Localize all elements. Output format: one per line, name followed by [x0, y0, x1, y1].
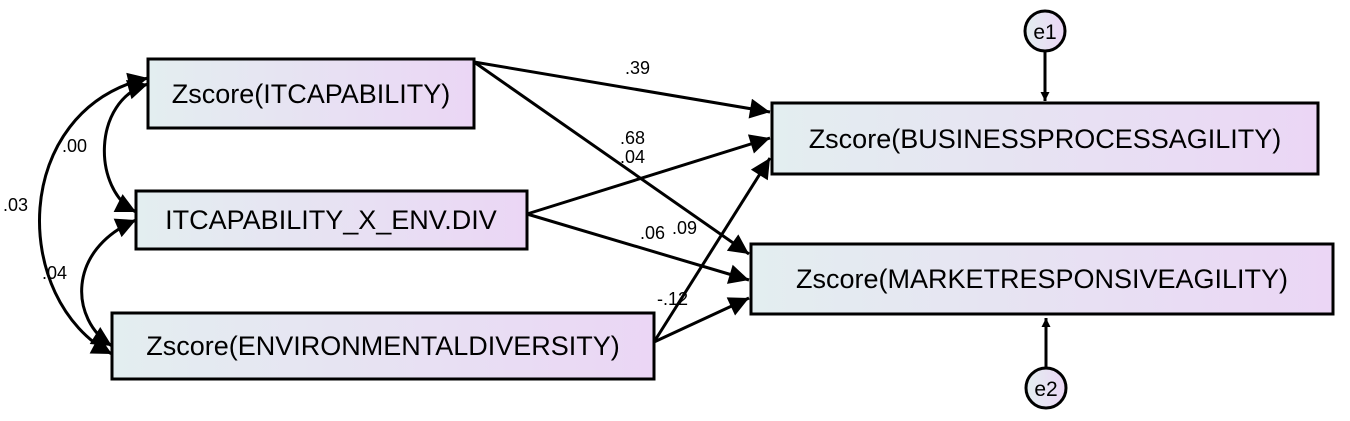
node-envdiversity-label: Zscore(ENVIRONMENTALDIVERSITY): [146, 331, 620, 361]
node-mragility-box: [749, 242, 1335, 316]
node-interaction-label: ITCAPABILITY_X_ENV.DIV: [165, 205, 497, 235]
error-e2-label: e2: [1034, 378, 1057, 401]
node-interaction-box: [134, 189, 529, 251]
coef-inter-mra: .06: [640, 223, 665, 243]
error-e1-circle: [1023, 9, 1067, 53]
coef-envdiv-mra: -.12: [657, 289, 688, 309]
node-envdiversity[interactable]: Zscore(ENVIRONMENTALDIVERSITY): [110, 311, 656, 381]
node-itcapability[interactable]: Zscore(ITCAPABILITY): [146, 57, 476, 130]
path-envdiv-to-bpa: [652, 157, 772, 343]
coef-itcap-bpa: .39: [625, 58, 650, 78]
regression-paths: [473, 60, 772, 344]
error-e2: e2: [1024, 318, 1068, 410]
node-mragility-label: Zscore(MARKETRESPONSIVEAGILITY): [796, 264, 1288, 294]
node-interaction[interactable]: ITCAPABILITY_X_ENV.DIV: [134, 189, 529, 251]
error-e1-label: e1: [1033, 21, 1056, 44]
path-envdiv-to-mra: [653, 296, 750, 344]
node-bpagility-label: Zscore(BUSINESSPROCESSAGILITY): [809, 124, 1282, 154]
node-itcapability-label: Zscore(ITCAPABILITY): [172, 79, 451, 109]
covariance-arcs: [38, 72, 149, 356]
coef-cov-inter-envdiv: .04: [42, 263, 67, 283]
path-inter-to-bpa: [526, 134, 771, 216]
node-mragility[interactable]: Zscore(MARKETRESPONSIVEAGILITY): [749, 242, 1335, 316]
coefficient-labels: .39 .68 .04 .06 .09 -.12 .00 .03 .04: [3, 58, 697, 309]
path-itcap-to-mra: [473, 60, 750, 256]
node-itcapability-box: [146, 57, 476, 130]
path-inter-to-mra: [526, 212, 750, 284]
cov-itcap-envdiv: [38, 72, 149, 356]
path-itcap-to-bpa: [473, 60, 771, 119]
node-bpagility-box: [770, 101, 1320, 176]
error-e1: e1: [1023, 9, 1067, 101]
coef-itcap-mra: .68: [620, 128, 645, 148]
coef-cov-itcap-inter: .00: [62, 136, 87, 156]
error-e2-circle: [1024, 366, 1068, 410]
node-bpagility[interactable]: Zscore(BUSINESSPROCESSAGILITY): [770, 101, 1320, 176]
coef-envdiv-bpa: .09: [672, 218, 697, 238]
coef-inter-bpa: .04: [620, 147, 645, 167]
node-envdiversity-box: [110, 311, 656, 381]
coef-cov-itcap-envdiv: .03: [3, 195, 28, 215]
